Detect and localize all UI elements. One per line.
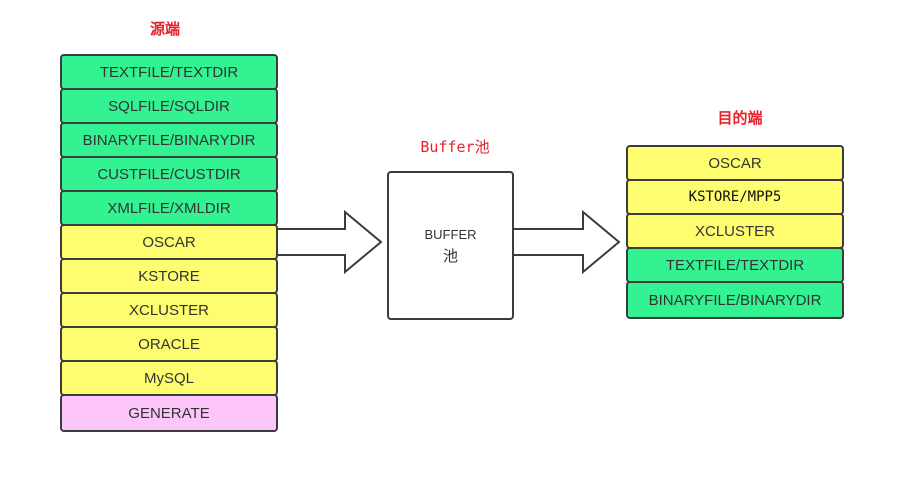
source-title: 源端 (149, 20, 180, 38)
target-item-oscar: OSCAR (626, 145, 844, 181)
arrow-right-icon (277, 209, 383, 275)
target-item-binaryfile: BINARYFILE/BINARYDIR (626, 281, 844, 319)
buffer-title: Buffer池 (420, 138, 490, 156)
source-item-oscar: OSCAR (60, 224, 278, 260)
target-stack: OSCAR KSTORE/MPP5 XCLUSTER TEXTFILE/TEXT… (626, 145, 844, 319)
source-item-kstore: KSTORE (60, 258, 278, 294)
source-item-textfile: TEXTFILE/TEXTDIR (60, 54, 278, 90)
target-item-xcluster: XCLUSTER (626, 213, 844, 249)
source-item-generate: GENERATE (60, 394, 278, 432)
buffer-box-sublabel: 池 (442, 247, 458, 265)
target-item-textfile: TEXTFILE/TEXTDIR (626, 247, 844, 283)
source-item-binaryfile: BINARYFILE/BINARYDIR (60, 122, 278, 158)
buffer-box: BUFFER 池 (387, 171, 514, 320)
target-item-kstore-mpp5: KSTORE/MPP5 (626, 179, 844, 215)
target-title: 目的端 (717, 109, 763, 127)
source-item-custfile: CUSTFILE/CUSTDIR (60, 156, 278, 192)
buffer-box-label: BUFFER (424, 226, 477, 242)
source-item-xcluster: XCLUSTER (60, 292, 278, 328)
source-item-sqlfile: SQLFILE/SQLDIR (60, 88, 278, 124)
source-stack: TEXTFILE/TEXTDIR SQLFILE/SQLDIR BINARYFI… (60, 54, 278, 432)
source-item-mysql: MySQL (60, 360, 278, 396)
source-item-oracle: ORACLE (60, 326, 278, 362)
source-item-xmlfile: XMLFILE/XMLDIR (60, 190, 278, 226)
arrow-right-icon (513, 209, 621, 275)
